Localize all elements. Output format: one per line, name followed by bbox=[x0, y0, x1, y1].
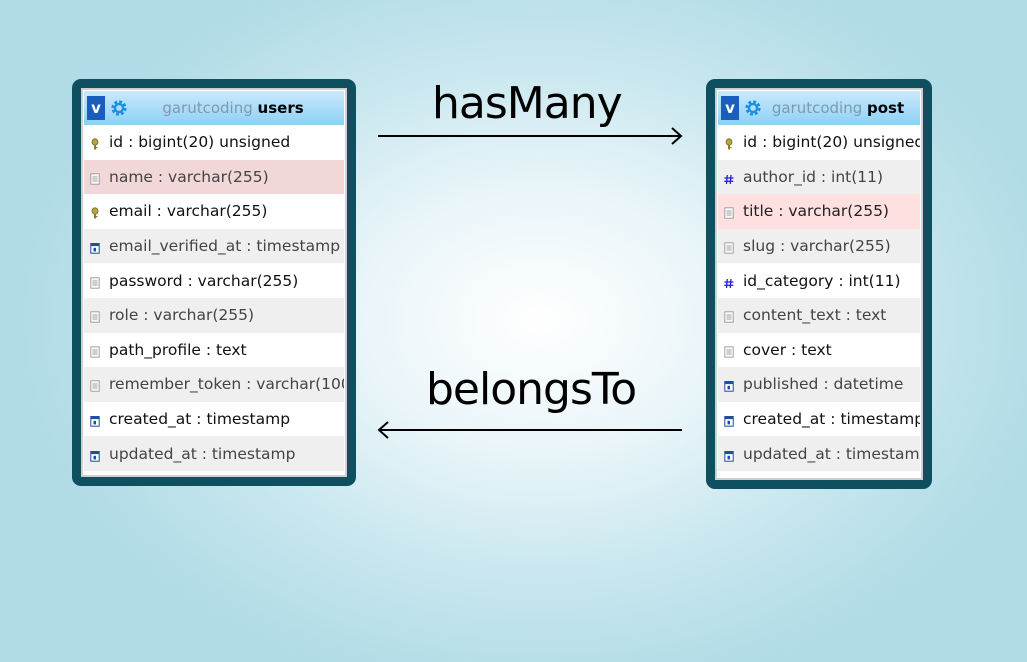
gear-icon[interactable] bbox=[110, 99, 128, 117]
field-icon bbox=[90, 378, 100, 393]
column-label: updated_at : timestamp bbox=[743, 444, 920, 463]
column-label: created_at : timestamp bbox=[109, 410, 291, 429]
users-table: v garutcoding users id : bigint(20) unsi… bbox=[81, 88, 347, 477]
field-icon bbox=[724, 240, 734, 254]
field-icon bbox=[724, 344, 734, 358]
column-row[interactable]: created_at : timestamp bbox=[84, 401, 344, 437]
column-label: slug : varchar(255) bbox=[743, 237, 891, 256]
belongs-to-arrow bbox=[377, 421, 682, 439]
hash-icon bbox=[724, 171, 734, 184]
column-row[interactable]: id : bigint(20) unsigned bbox=[718, 125, 920, 160]
gear-icon[interactable] bbox=[744, 99, 762, 117]
column-row[interactable]: cover : text bbox=[718, 332, 920, 368]
belongs-to-label: belongsTo bbox=[426, 364, 637, 415]
column-label: path_profile : text bbox=[109, 340, 247, 359]
column-row[interactable]: email : varchar(255) bbox=[84, 194, 344, 229]
column-label: id_category : int(11) bbox=[743, 271, 901, 290]
toggle-icon[interactable]: v bbox=[87, 96, 105, 120]
field-icon bbox=[724, 205, 734, 220]
column-label: author_id : int(11) bbox=[743, 167, 884, 186]
hash-icon bbox=[724, 275, 734, 288]
table-name: post bbox=[867, 99, 905, 117]
calendar-icon bbox=[90, 448, 100, 462]
database-name: garutcoding bbox=[162, 99, 253, 117]
key-icon bbox=[90, 136, 100, 150]
has-many-arrow bbox=[378, 127, 683, 145]
calendar-icon bbox=[724, 413, 734, 427]
column-row[interactable]: created_at : timestamp bbox=[718, 401, 920, 437]
toggle-icon[interactable]: v bbox=[721, 96, 739, 120]
column-row[interactable]: slug : varchar(255) bbox=[718, 228, 920, 264]
column-row[interactable]: remember_token : varchar(100) bbox=[84, 367, 344, 402]
column-label: role : varchar(255) bbox=[109, 306, 255, 325]
column-row[interactable]: updated_at : timestamp bbox=[84, 436, 344, 471]
has-many-label: hasMany bbox=[432, 78, 623, 129]
key-icon bbox=[724, 136, 734, 150]
field-icon bbox=[90, 275, 100, 289]
calendar-icon bbox=[724, 448, 734, 462]
table-name: users bbox=[257, 99, 304, 117]
column-row[interactable]: updated_at : timestamp bbox=[718, 436, 920, 471]
field-icon bbox=[90, 309, 100, 323]
post-table: v garutcoding post id : bigint(20) unsig… bbox=[715, 88, 923, 480]
column-label: remember_token : varchar(100) bbox=[109, 375, 344, 394]
key-icon bbox=[90, 205, 100, 219]
column-label: content_text : text bbox=[743, 306, 887, 325]
column-label: title : varchar(255) bbox=[743, 202, 889, 221]
column-row[interactable]: title : varchar(255) bbox=[718, 194, 920, 229]
column-label: updated_at : timestamp bbox=[109, 444, 296, 463]
column-row[interactable]: id : bigint(20) unsigned bbox=[84, 125, 344, 160]
column-label: name : varchar(255) bbox=[109, 167, 269, 186]
users-table-header: v garutcoding users bbox=[84, 91, 344, 125]
field-icon bbox=[724, 309, 734, 323]
column-label: id : bigint(20) unsigned bbox=[743, 133, 920, 152]
column-label: published : datetime bbox=[743, 375, 904, 394]
column-row[interactable]: path_profile : text bbox=[84, 332, 344, 368]
calendar-icon bbox=[90, 413, 100, 427]
field-icon bbox=[90, 344, 100, 358]
column-label: email : varchar(255) bbox=[109, 202, 268, 221]
calendar-icon bbox=[90, 240, 100, 254]
column-row[interactable]: name : varchar(255) bbox=[84, 159, 344, 195]
post-table-frame: v garutcoding post id : bigint(20) unsig… bbox=[706, 79, 932, 489]
column-label: created_at : timestamp bbox=[743, 410, 920, 429]
column-row[interactable]: id_category : int(11) bbox=[718, 263, 920, 298]
users-table-title: garutcoding users bbox=[128, 99, 344, 117]
column-label: cover : text bbox=[743, 340, 832, 359]
users-table-frame: v garutcoding users id : bigint(20) unsi… bbox=[72, 79, 356, 486]
column-label: id : bigint(20) unsigned bbox=[109, 133, 291, 152]
column-row[interactable]: content_text : text bbox=[718, 297, 920, 333]
post-table-title: garutcoding post bbox=[762, 99, 920, 117]
users-columns: id : bigint(20) unsigned name : varchar(2… bbox=[84, 125, 344, 471]
column-row[interactable]: role : varchar(255) bbox=[84, 297, 344, 333]
column-row[interactable]: published : datetime bbox=[718, 367, 920, 402]
column-row[interactable]: author_id : int(11) bbox=[718, 159, 920, 195]
column-label: password : varchar(255) bbox=[109, 271, 299, 290]
field-icon bbox=[90, 171, 100, 185]
column-row[interactable]: password : varchar(255) bbox=[84, 263, 344, 298]
post-columns: id : bigint(20) unsigned author_id : int(… bbox=[718, 125, 920, 471]
database-name: garutcoding bbox=[771, 99, 863, 117]
post-table-header: v garutcoding post bbox=[718, 91, 920, 125]
column-row[interactable]: email_verified_at : timestamp bbox=[84, 228, 344, 264]
column-label: email_verified_at : timestamp bbox=[109, 237, 341, 256]
calendar-icon bbox=[724, 378, 734, 393]
